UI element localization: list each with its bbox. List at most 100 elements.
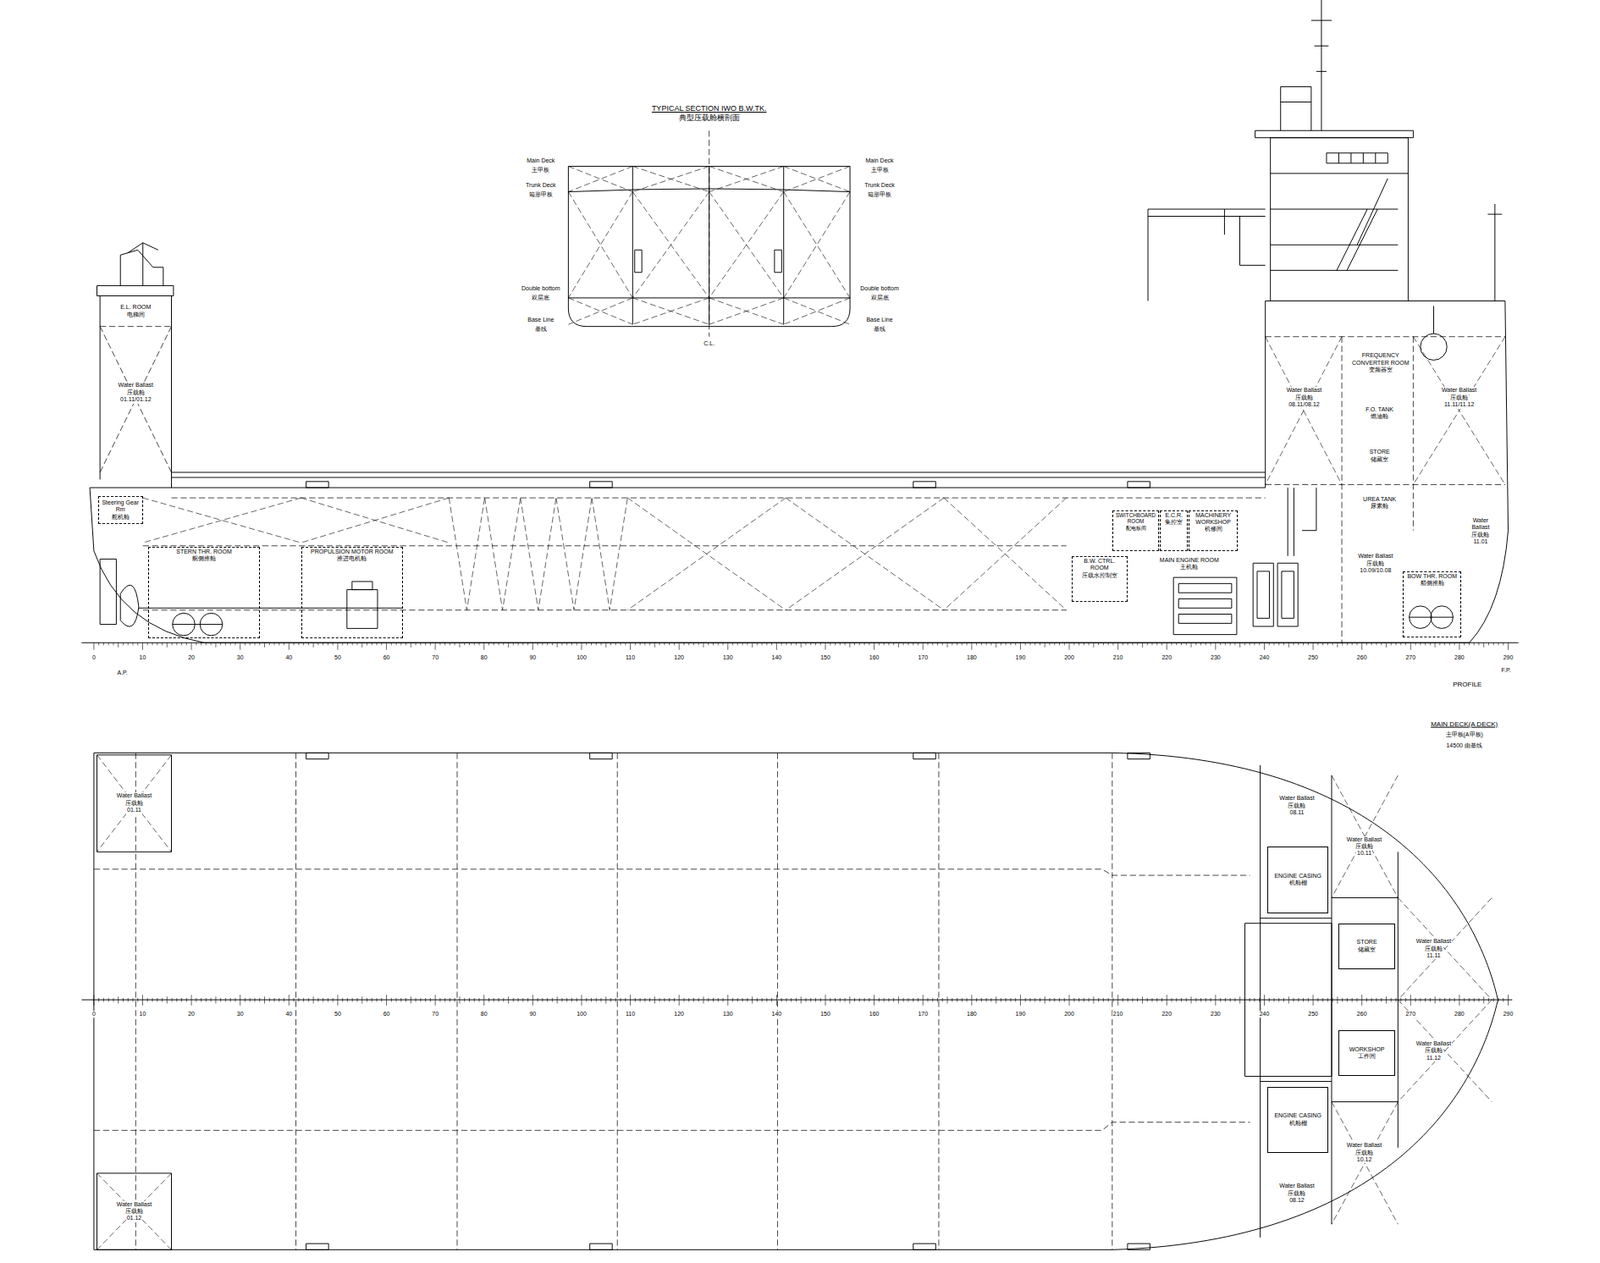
compartment-name: PROPULSION MOTOR ROOM — [309, 548, 395, 556]
hull-profile — [89, 301, 1508, 644]
compartment-name: 压载舱 — [1286, 1190, 1307, 1198]
tween-line — [143, 545, 1067, 547]
deck-crane — [1147, 209, 1266, 301]
compartment-name: 01.12 — [126, 1214, 144, 1222]
plan-longitudinals — [93, 869, 1251, 1132]
frame-number: 0 — [91, 1010, 97, 1018]
frame-number: 100 — [575, 654, 588, 662]
compartment-name: MAIN ENGINE ROOM — [1158, 557, 1220, 564]
tank-label: F.O. TANK燃油舱 — [1348, 392, 1410, 434]
frame-number: 40 — [284, 654, 293, 662]
compartment-name: 尿素舱 — [1369, 502, 1390, 510]
frame-number: 30 — [236, 1010, 245, 1018]
deck-level-label: 主甲板 — [530, 166, 551, 174]
compartment-name: Water Ballast — [115, 1201, 153, 1209]
compartment-name: 08.11/08.12 — [1287, 401, 1320, 409]
plan-ticks — [93, 994, 1509, 1006]
deck-level-label: Base Line — [526, 317, 555, 325]
aft-deckhouse — [97, 285, 174, 296]
frame-number: 240 — [1258, 654, 1271, 662]
compartment-name: 压载舱 — [1365, 560, 1385, 568]
frame-number: 120 — [673, 1010, 685, 1018]
generator-units — [1252, 562, 1298, 627]
frame-number: 30 — [236, 654, 245, 662]
ballast-tank: Water Ballast压载舱10.09/10.08 — [1345, 540, 1407, 587]
room-box: WORKSHOP工作间 — [1338, 1030, 1395, 1076]
frame-number: 190 — [1015, 1010, 1027, 1018]
compartment-name: Water Ballast — [1278, 794, 1315, 802]
compartment-name: 机舱棚 — [1288, 879, 1308, 887]
compartment-name: UREA TANK — [1362, 496, 1397, 503]
compartment-name: ENGINE CASING — [1273, 1112, 1323, 1120]
aft-crane — [120, 242, 164, 287]
compartment-name: Water Ballast — [117, 381, 155, 389]
compartment-name: STERN THR. ROOM — [175, 548, 233, 556]
frame-number: 70 — [430, 654, 440, 662]
room-box: E.C.R.集控室 — [1159, 510, 1188, 552]
frame-number: 280 — [1453, 1010, 1466, 1018]
frame-number: 100 — [575, 1010, 588, 1018]
compartment-name: 压载舱 — [1423, 1047, 1444, 1054]
compartment-name: Water Ballast — [1357, 552, 1394, 560]
compartment-name: Water Ballast — [1440, 386, 1478, 394]
compartment-name: ENGINE CASING — [1273, 872, 1323, 880]
frame-number: 250 — [1307, 654, 1319, 662]
compartment-name: 燃油舱 — [1369, 413, 1390, 420]
compartment-name: 工作间 — [1357, 1053, 1377, 1060]
frame-number: 110 — [624, 1010, 636, 1018]
room-label: FREQUENCY CONVERTER ROOM变频器室 — [1348, 342, 1413, 386]
compartment-name: E.L. ROOM — [119, 303, 152, 311]
frame-number: 130 — [722, 654, 734, 662]
frame-number: 220 — [1160, 1010, 1173, 1018]
room-label: STORE储藏室 — [1348, 441, 1410, 472]
compartment-name: E.C.R. — [1164, 512, 1184, 519]
compartment-name: STORE — [1368, 448, 1391, 456]
compartment-name: 压载舱 — [1470, 531, 1490, 539]
frame-number: 210 — [1112, 654, 1125, 662]
compartment-name: 01.11/01.12 — [119, 396, 152, 403]
fore-structure-lines — [1265, 336, 1506, 644]
section-title: TYPICAL SECTION IWO B.W.TK.典型压载舱横剖面 — [551, 98, 868, 129]
baseline-ticks — [93, 642, 1509, 650]
compartment-name: 艏侧推舱 — [1419, 579, 1446, 587]
compartment-name: Water Ballast — [1346, 1142, 1383, 1149]
room-box: MAIN ENGINE ROOM主机舱 — [1131, 556, 1249, 641]
compartment-name: 艉侧推舱 — [191, 555, 217, 563]
frame-number: 130 — [722, 1010, 734, 1018]
deck-level-label: 双层底 — [530, 294, 551, 302]
fore-plan-bracing — [1331, 775, 1492, 1225]
deck-level-label: Trunk Deck — [524, 182, 558, 189]
compartment-name: 电梯间 — [126, 311, 146, 319]
room-box: BOW THR. ROOM艏侧推舱 — [1402, 571, 1462, 638]
room-label: E.L. ROOM电梯间 — [102, 297, 171, 325]
funnel — [1280, 86, 1312, 131]
frame-number: 0 — [91, 654, 97, 662]
compartment-name: Water Ballast — [1462, 517, 1499, 532]
compartment-name: MACHINERY WORKSHOP — [1191, 512, 1236, 527]
view-title: 14500 由基线 — [1445, 742, 1483, 750]
casing-box: ENGINE CASING机舱棚 — [1267, 846, 1329, 913]
compartment-name: 压载水控制室 — [1081, 572, 1119, 580]
frame-number: 150 — [819, 654, 832, 662]
compartment-name: 储藏室 — [1369, 456, 1390, 464]
compartment-name: Water Ballast — [115, 792, 153, 800]
frame-number: 80 — [480, 654, 489, 662]
bridge-house — [1255, 130, 1414, 301]
frame-number: 10 — [138, 654, 148, 662]
rudder — [99, 558, 116, 624]
baseline-ruler — [81, 642, 1518, 644]
compartment-name: 11.11 — [1425, 952, 1441, 960]
compartment-name: 配电板间 — [1125, 524, 1148, 532]
propulsion-motor — [347, 581, 378, 629]
deck-level-label: Main Deck — [525, 158, 556, 166]
compartment-name: 机修间 — [1203, 525, 1224, 533]
frame-number: 290 — [1502, 654, 1515, 662]
deck-level-label: Main Deck — [864, 158, 894, 166]
ballast-tank: Water Ballast压载舱10.11 — [1333, 805, 1395, 888]
bow-thruster — [1409, 606, 1454, 629]
mast — [1311, 0, 1332, 131]
inner-bottom-line — [143, 609, 1067, 611]
compartment-name: 压载舱 — [1294, 394, 1314, 402]
plan-frames — [135, 752, 1113, 1250]
